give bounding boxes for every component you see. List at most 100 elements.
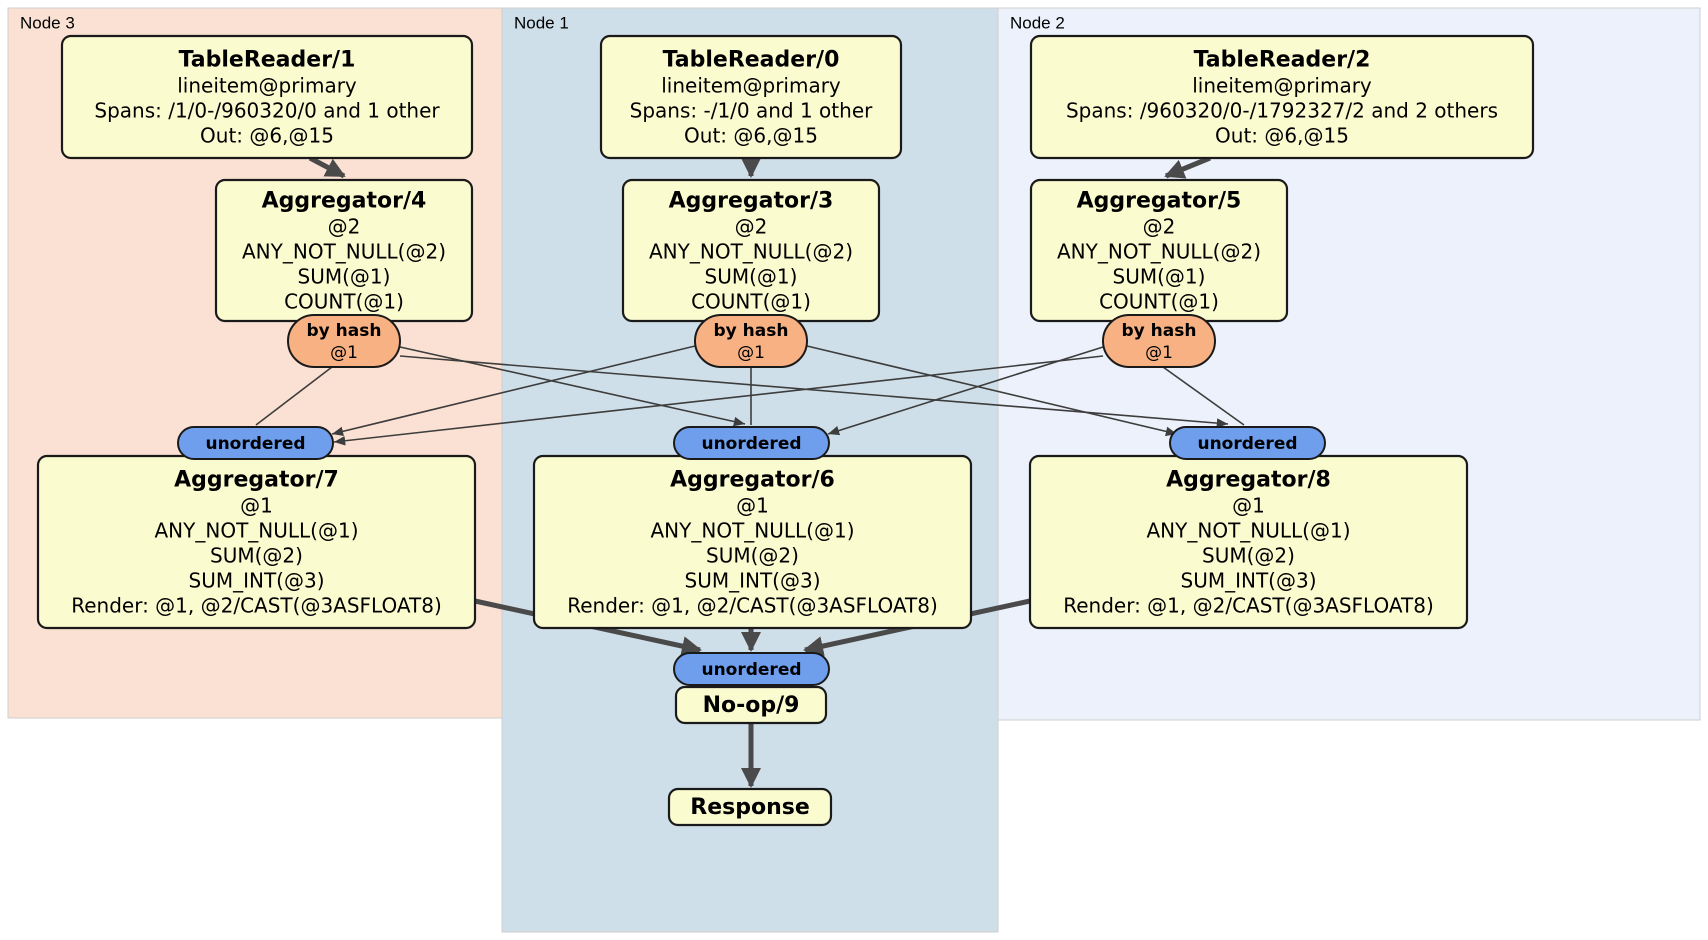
badge-unord8[interactable]: unordered — [1169, 426, 1326, 460]
badge-hash3[interactable]: by hash@1 — [694, 314, 808, 368]
edge-hash4-to-unord6 — [399, 346, 746, 427]
badge-subtitle: @1 — [330, 343, 358, 363]
node-detail-line: Spans: /960320/0-/1792327/2 and 2 others — [1066, 99, 1498, 123]
unordered-badge[interactable] — [177, 426, 334, 460]
node-detail-line: @1 — [736, 494, 769, 518]
node-detail-line: @1 — [1232, 494, 1265, 518]
node-title: TableReader/1 — [179, 48, 356, 73]
edge-tr2-to-agg5 — [1164, 155, 1211, 179]
edge-tr1-to-agg4 — [308, 155, 346, 179]
node-detail-line: SUM_INT(@3) — [1181, 569, 1317, 593]
node-title: Aggregator/8 — [1166, 468, 1331, 493]
node-agg5[interactable]: Aggregator/5@2ANY_NOT_NULL(@2)SUM(@1)COU… — [1029, 178, 1289, 323]
node-detail-line: ANY_NOT_NULL(@1) — [155, 519, 359, 543]
node-title: TableReader/0 — [663, 48, 840, 73]
badge-title: unordered — [205, 434, 305, 454]
node-box[interactable] — [60, 34, 474, 160]
node-detail-line: ANY_NOT_NULL(@2) — [242, 240, 446, 264]
node-title: Aggregator/6 — [670, 468, 835, 493]
badge-hash4[interactable]: by hash@1 — [287, 314, 401, 368]
node-title: No-op/9 — [703, 693, 800, 718]
edge-hash3-to-unord7 — [331, 345, 696, 437]
node-detail-line: Out: @6,@15 — [1215, 124, 1349, 148]
node-detail-line: @1 — [240, 494, 273, 518]
node-agg7[interactable]: Aggregator/7@1ANY_NOT_NULL(@1)SUM(@2)SUM… — [36, 454, 477, 630]
node-detail-line: Render: @1, @2/CAST(@3ASFLOAT8) — [567, 594, 938, 618]
badge-hash5[interactable]: by hash@1 — [1102, 314, 1216, 368]
badge-title: unordered — [701, 434, 801, 454]
by-hash-badge[interactable] — [287, 314, 401, 368]
node-detail-line: ANY_NOT_NULL(@2) — [649, 240, 853, 264]
node-detail-line: SUM(@2) — [1202, 544, 1295, 568]
node-agg4[interactable]: Aggregator/4@2ANY_NOT_NULL(@2)SUM(@1)COU… — [214, 178, 474, 323]
node-box[interactable] — [1029, 34, 1535, 160]
node-box[interactable] — [599, 34, 903, 160]
node-detail-line: ANY_NOT_NULL(@1) — [651, 519, 855, 543]
node-detail-line: @2 — [1143, 215, 1176, 239]
badge-title: unordered — [701, 660, 801, 680]
node-detail-line: @2 — [328, 215, 361, 239]
node-detail-line: SUM_INT(@3) — [189, 569, 325, 593]
badge-subtitle: @1 — [737, 343, 765, 363]
node-detail-line: SUM(@2) — [706, 544, 799, 568]
node-detail-line: Render: @1, @2/CAST(@3ASFLOAT8) — [1063, 594, 1434, 618]
node-box[interactable] — [667, 787, 833, 827]
node-detail-line: SUM(@2) — [210, 544, 303, 568]
edge-hash4-to-unord7 — [255, 366, 333, 426]
node-title: TableReader/2 — [1194, 48, 1371, 73]
cluster-label: Node 2 — [1010, 13, 1065, 32]
node-detail-line: SUM(@1) — [298, 265, 391, 289]
badge-title: by hash — [307, 321, 382, 341]
badge-unord7[interactable]: unordered — [177, 426, 334, 460]
node-title: Aggregator/5 — [1077, 189, 1242, 214]
badge-title: by hash — [714, 321, 789, 341]
cluster-label: Node 3 — [20, 13, 75, 32]
node-detail-line: COUNT(@1) — [691, 290, 811, 314]
node-detail-line: Out: @6,@15 — [684, 124, 818, 148]
node-detail-line: Spans: -/1/0 and 1 other — [630, 99, 873, 123]
node-detail-line: Out: @6,@15 — [200, 124, 334, 148]
node-title: Response — [690, 795, 810, 820]
node-detail-line: SUM(@1) — [1113, 265, 1206, 289]
node-detail-line: lineitem@primary — [661, 74, 841, 98]
node-detail-line: Render: @1, @2/CAST(@3ASFLOAT8) — [71, 594, 442, 618]
unordered-badge[interactable] — [673, 652, 830, 686]
by-hash-badge[interactable] — [694, 314, 808, 368]
node-title: Aggregator/4 — [262, 189, 427, 214]
node-detail-line: COUNT(@1) — [284, 290, 404, 314]
node-detail-line: ANY_NOT_NULL(@1) — [1147, 519, 1351, 543]
node-detail-line: SUM_INT(@3) — [685, 569, 821, 593]
by-hash-badge[interactable] — [1102, 314, 1216, 368]
node-detail-line: lineitem@primary — [177, 74, 357, 98]
node-detail-line: COUNT(@1) — [1099, 290, 1219, 314]
node-noop9[interactable]: No-op/9 — [674, 685, 828, 725]
edge-hash5-to-unord7 — [333, 355, 1104, 446]
badge-subtitle: @1 — [1145, 343, 1173, 363]
node-detail-line: Spans: /1/0-/960320/0 and 1 other — [94, 99, 440, 123]
node-detail-line: @2 — [735, 215, 768, 239]
cluster-label: Node 1 — [514, 13, 569, 32]
node-agg6[interactable]: Aggregator/6@1ANY_NOT_NULL(@1)SUM(@2)SUM… — [532, 454, 973, 630]
node-agg3[interactable]: Aggregator/3@2ANY_NOT_NULL(@2)SUM(@1)COU… — [621, 178, 881, 323]
edge-hash5-to-unord8 — [1162, 366, 1245, 426]
node-agg8[interactable]: Aggregator/8@1ANY_NOT_NULL(@1)SUM(@2)SUM… — [1028, 454, 1469, 630]
edge-hash5-to-unord6 — [827, 346, 1104, 436]
badge-title: by hash — [1122, 321, 1197, 341]
badge-unord9[interactable]: unordered — [673, 652, 830, 686]
unordered-badge[interactable] — [673, 426, 830, 460]
unordered-badge[interactable] — [1169, 426, 1326, 460]
edge-hash3-to-unord8 — [806, 345, 1178, 437]
node-detail-line: SUM(@1) — [705, 265, 798, 289]
badge-title: unordered — [1197, 434, 1297, 454]
node-title: Aggregator/3 — [669, 189, 834, 214]
badge-unord6[interactable]: unordered — [673, 426, 830, 460]
node-response[interactable]: Response — [667, 787, 833, 827]
node-box[interactable] — [674, 685, 828, 725]
